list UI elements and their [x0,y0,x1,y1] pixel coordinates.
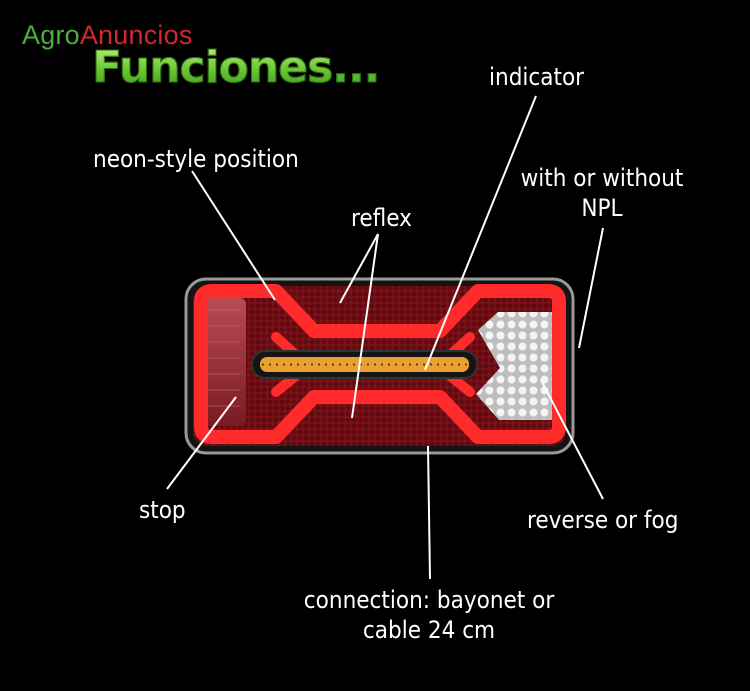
stop-label: stop [139,496,186,524]
agroanuncios-logo: AgroAnuncios [22,22,193,49]
stop-light [196,298,246,426]
page-title: Funciones... [91,42,380,93]
npl-label-line-1: with or without [520,164,684,192]
reverse-callout [540,379,604,500]
logo-anuncios: Anuncios [79,20,193,50]
connection-label: connection: bayonet or cable 24 cm [294,585,564,645]
reflex-callout-2 [351,233,379,419]
connection-label-line-2: cable 24 cm [362,616,496,644]
npl-label-line-2: NPL [581,194,623,222]
reflex-callout-1 [339,233,379,304]
connection-callout [427,445,431,580]
connection-label-line-1: connection: bayonet or [303,586,555,614]
npl-callout [578,227,604,349]
indicator-callout [424,95,537,371]
npl-label: with or without NPL [518,163,686,223]
reflex-label: reflex [351,204,412,232]
stop-callout [166,396,237,490]
reverse-fog-label: reverse or fog [527,506,679,534]
neon-position-label: neon-style position [93,145,299,173]
logo-agro: Agro [22,20,80,50]
indicator-label: indicator [489,63,585,91]
reverse-fog-light [476,312,553,420]
neon-callout [191,170,276,301]
